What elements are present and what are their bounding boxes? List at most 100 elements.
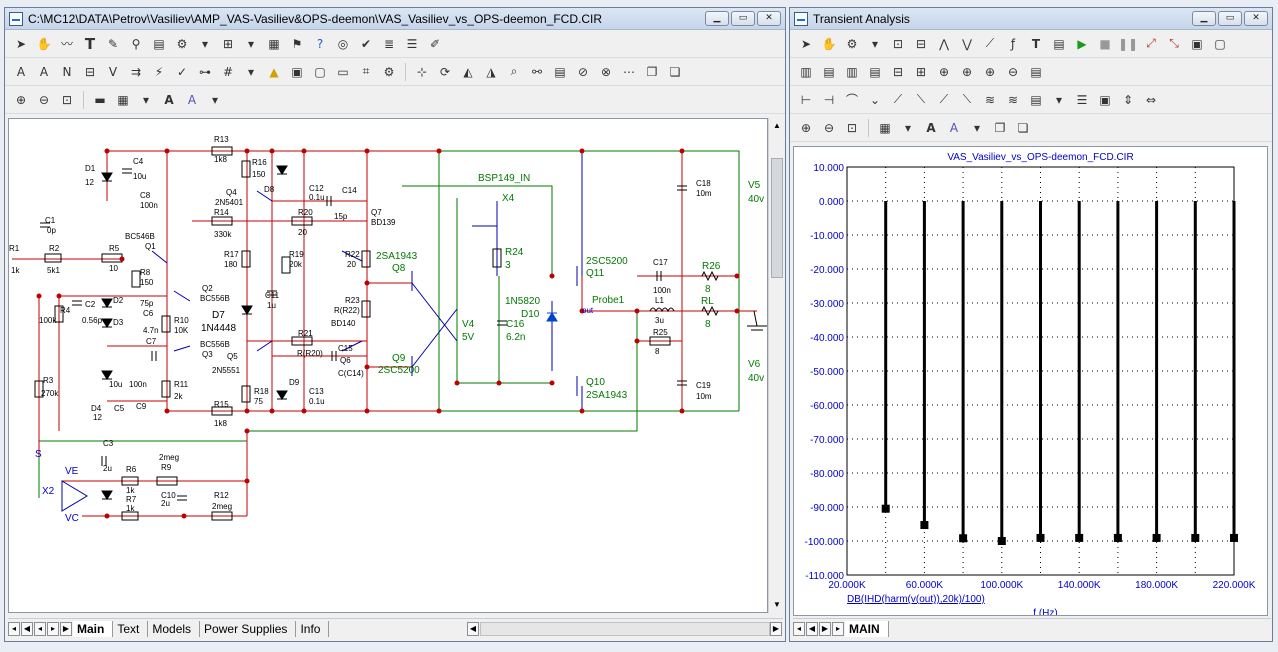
border-icon[interactable]: ⌗ (362, 64, 370, 78)
prev-page-icon[interactable]: ◀ (21, 621, 33, 636)
grid-icon[interactable]: # (222, 64, 234, 79)
cancel-icon[interactable]: ⊗ (600, 64, 612, 79)
paste-icon[interactable]: ❏ (669, 64, 681, 79)
a-zoom-fit-icon[interactable]: ⊡ (846, 120, 858, 135)
pencil-icon[interactable]: ✎ (107, 36, 119, 51)
a-frame-icon[interactable]: ▣ (1191, 36, 1203, 51)
attribute-text-icon[interactable]: A (39, 64, 49, 79)
font-dropdown-icon[interactable]: ▾ (211, 92, 219, 107)
a-slope-icon[interactable]: ⟋ (985, 36, 995, 50)
a-fit2-icon[interactable]: ⇔ (1145, 92, 1157, 107)
voltage-icon[interactable]: V (108, 64, 118, 79)
analysis-maximize-button[interactable]: ▭ (1218, 11, 1242, 26)
a-run-icon[interactable]: ▶ (1077, 36, 1087, 51)
a-last-page-icon[interactable]: ▸ (832, 621, 844, 636)
a-grid-icon[interactable]: ⊞ (915, 64, 927, 79)
a-paste-icon[interactable]: ❏ (1017, 120, 1029, 135)
a-clipboard-dropdown-icon[interactable]: ▾ (1055, 92, 1063, 107)
a-formula-icon[interactable]: ƒ (1010, 36, 1016, 51)
scroll-up-icon[interactable]: ▲ (773, 121, 781, 130)
a-trace2-icon[interactable]: ⤡ (1169, 36, 1179, 50)
a-properties-icon[interactable]: ▤ (1053, 36, 1065, 51)
analysis-titlebar[interactable]: Transient Analysis ▁ ▭ ✕ (790, 8, 1272, 30)
notes-icon[interactable]: ≣ (383, 36, 395, 51)
hscroll-right-icon[interactable]: ▶ (770, 621, 782, 636)
a-next-page-icon[interactable]: ▶ (819, 621, 831, 636)
a-fit-icon[interactable]: ⇕ (1122, 92, 1134, 107)
hscroll-track[interactable] (480, 621, 770, 636)
last-page-icon[interactable]: ▶ (60, 621, 72, 636)
a-stop-icon[interactable]: ■ (1099, 36, 1111, 51)
scroll-thumb[interactable] (771, 158, 783, 278)
tab-analysis-main[interactable]: MAIN (845, 620, 889, 637)
a-scale-icon[interactable]: ⊡ (892, 36, 904, 51)
a-frame2-icon[interactable]: ▢ (1214, 36, 1226, 51)
a-layout2-icon[interactable]: ▤ (823, 64, 835, 79)
a-layout3-icon[interactable]: ▥ (846, 64, 858, 79)
component-dropdown-icon[interactable]: ▾ (201, 36, 209, 51)
a-font-icon[interactable]: A (926, 120, 936, 135)
a-select-icon[interactable]: ➤ (800, 36, 812, 51)
page-break-icon[interactable]: ▢ (314, 64, 326, 79)
a-cursor5-icon[interactable]: ⟋ (893, 92, 903, 106)
palette-dropdown-icon[interactable]: ▾ (142, 92, 150, 107)
title-block-icon[interactable]: ▭ (337, 64, 349, 79)
minimize-button[interactable]: ▁ (705, 11, 729, 26)
current-flow-icon[interactable]: ⇉ (130, 64, 142, 79)
a-pan-icon[interactable]: ✋ (821, 36, 837, 51)
bus-icon[interactable]: ▤ (153, 36, 165, 51)
a-zoom3-icon[interactable]: ⊕ (984, 64, 996, 79)
find-icon[interactable]: ⌕ (510, 64, 518, 78)
text-tool-icon[interactable]: T (84, 34, 96, 53)
component-icon[interactable]: ⚙ (176, 36, 188, 51)
a-first-page-icon[interactable]: ◂ (793, 621, 805, 636)
next-icon[interactable]: ▸ (47, 621, 59, 636)
a-split-icon[interactable]: ⊟ (892, 64, 904, 79)
a-component-icon[interactable]: ⚙ (846, 36, 858, 51)
font-style-icon[interactable]: A (187, 92, 197, 107)
zoom-fit-icon[interactable]: ⊡ (61, 92, 73, 107)
a-cursor7-icon[interactable]: ⟋ (939, 92, 949, 106)
prev-icon[interactable]: ◂ (34, 621, 46, 636)
first-page-icon[interactable]: ◂ (8, 621, 20, 636)
analysis-minimize-button[interactable]: ▁ (1192, 11, 1216, 26)
scroll-down-icon[interactable]: ▼ (773, 600, 781, 609)
schematic-canvas[interactable]: R1 1k R2 5k1 C1 0p D1 12 C4 10u C8 100n … (8, 118, 768, 613)
a-settings-icon[interactable]: ▤ (1030, 64, 1042, 79)
hierarchy-icon[interactable]: ⊞ (222, 36, 234, 51)
a-valley-icon[interactable]: ⋁ (962, 36, 972, 51)
pan-hand-icon[interactable]: ✋ (36, 36, 52, 51)
pin-markers-icon[interactable]: ⊶ (199, 64, 211, 79)
select-arrow-icon[interactable]: ➤ (15, 36, 27, 51)
mirror-icon[interactable]: ◭ (463, 64, 473, 79)
binoculars-icon[interactable]: ⚯ (531, 64, 543, 79)
hscroll-left-icon[interactable]: ◀ (467, 621, 479, 636)
a-zoom2-icon[interactable]: ⊕ (961, 64, 973, 79)
stop-icon[interactable]: ⊘ (577, 64, 589, 79)
a-cursor3-icon[interactable]: ⌒ (845, 93, 858, 107)
check-icon[interactable]: ✔ (360, 36, 372, 51)
a-numeric-icon[interactable]: ▣ (1099, 92, 1111, 107)
a-zoom-out-icon[interactable]: ⊖ (823, 120, 835, 135)
table-icon[interactable]: ▦ (268, 36, 280, 51)
a-palette-icon[interactable]: ▦ (879, 120, 891, 135)
copy-icon[interactable]: ❐ (646, 64, 658, 79)
hierarchy-dropdown-icon[interactable]: ▾ (247, 36, 255, 51)
flag-icon[interactable]: ⚑ (291, 36, 303, 51)
a-font-style-icon[interactable]: A (949, 120, 959, 135)
a-peak-icon[interactable]: ⋀ (939, 36, 949, 51)
a-cursor2-icon[interactable]: ⊣ (823, 92, 835, 107)
list-icon[interactable]: ☰ (406, 36, 418, 51)
tab-main[interactable]: Main (73, 620, 114, 637)
tab-models[interactable]: Models (148, 620, 201, 637)
a-text-icon[interactable]: T (1031, 36, 1041, 51)
wire-icon[interactable]: 〰 (60, 37, 73, 51)
rotate-icon[interactable]: ⟳ (439, 64, 451, 79)
flip-icon[interactable]: ◮ (486, 64, 496, 79)
schematic-vscroll[interactable]: ▲ ▼ (768, 118, 785, 613)
a-layout4-icon[interactable]: ▤ (869, 64, 881, 79)
grid-text-icon[interactable]: A (16, 64, 26, 79)
page-icon[interactable]: ▣ (291, 64, 303, 79)
a-zoom-icon[interactable]: ⊕ (938, 64, 950, 79)
